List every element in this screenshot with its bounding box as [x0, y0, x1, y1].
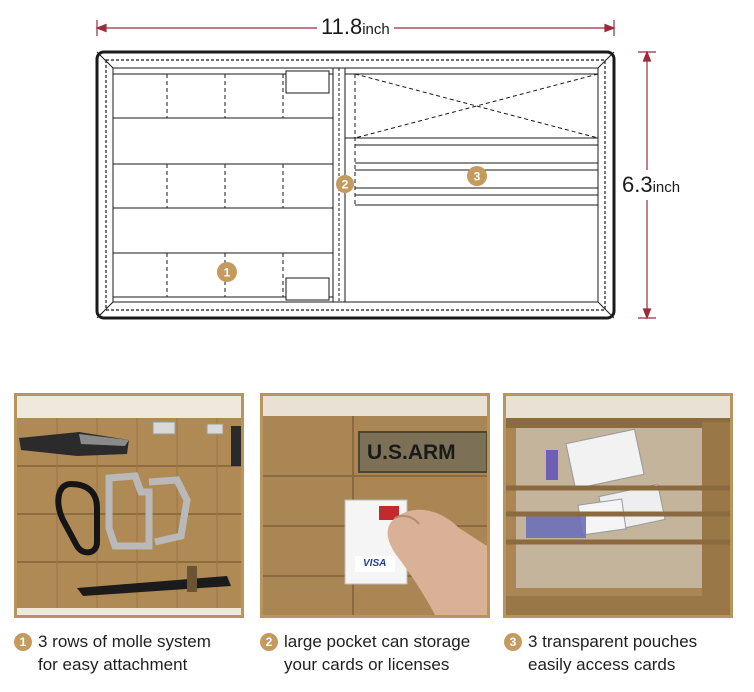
marker-2: 2 — [336, 175, 354, 193]
caption-number-2: 2 — [260, 633, 278, 651]
width-label: 11.8inch — [317, 14, 394, 40]
photo-molle-tools — [14, 393, 244, 618]
caption-molle-system: 1 3 rows of molle system for easy attachm… — [14, 630, 211, 676]
height-unit: inch — [652, 179, 681, 196]
svg-text:3: 3 — [474, 170, 481, 184]
svg-text:2: 2 — [342, 178, 349, 192]
patch-text: U.S.ARM — [367, 441, 456, 464]
multitool-icon — [105, 472, 191, 550]
carabiner-icon — [55, 480, 100, 556]
hand-icon — [387, 509, 487, 615]
svg-text:1: 1 — [224, 266, 231, 280]
credit-card-icon — [344, 499, 408, 585]
caption-2-line2: your cards or licenses — [284, 655, 450, 674]
width-value: 11.8 — [321, 14, 363, 39]
knife-icon — [19, 421, 224, 456]
caption-transparent-pouches: 3 3 transparent pouches easily access car… — [504, 630, 697, 676]
height-value: 6.3 — [622, 172, 653, 197]
caption-number-3: 3 — [504, 633, 522, 651]
photo-large-pocket: U.S.ARM VISA — [260, 393, 490, 618]
height-label: 6.3inch — [622, 170, 681, 200]
organizer-diagram: 1 2 3 — [95, 20, 656, 320]
marker-3: 3 — [467, 166, 487, 186]
photo-transparent-pouches — [503, 393, 733, 618]
width-unit: inch — [362, 21, 390, 38]
caption-number-1: 1 — [14, 633, 32, 651]
caption-1-line1: 3 rows of molle system — [38, 632, 211, 651]
marker-1: 1 — [217, 262, 237, 282]
tactical-pen-icon — [77, 566, 231, 596]
caption-3-line2: easily access cards — [528, 655, 676, 674]
caption-3-line1: 3 transparent pouches — [528, 632, 698, 651]
card-brand: VISA — [363, 558, 387, 569]
molle-rows — [113, 70, 333, 301]
caption-large-pocket: 2 large pocket can storage your cards or … — [260, 630, 470, 676]
caption-1-line2: for easy attachment — [38, 655, 188, 674]
caption-2-line1: large pocket can storage — [284, 632, 471, 651]
pocket-lines — [345, 73, 599, 206]
organizer-outline — [95, 50, 616, 320]
